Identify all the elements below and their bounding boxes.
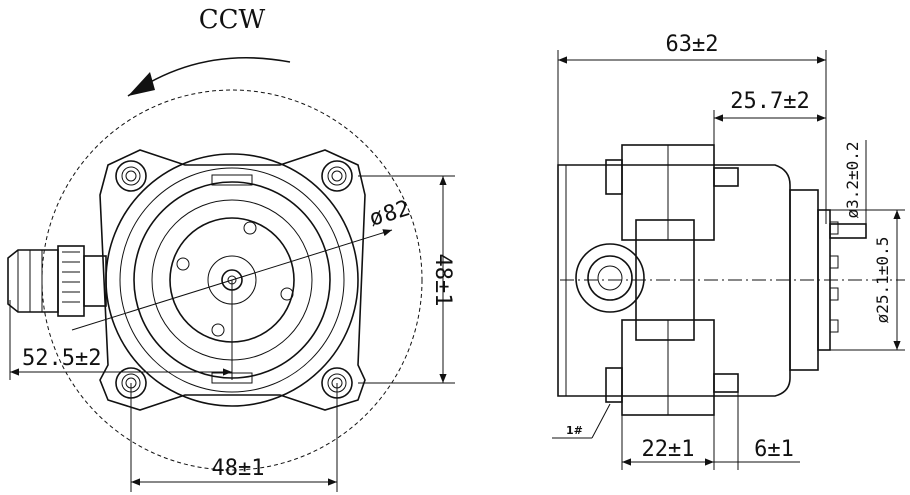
bolt-head-bottom	[605, 367, 623, 403]
shaft-dia-label: ø3.2±0.2	[843, 141, 862, 218]
bolt-stud-top	[713, 167, 739, 187]
ccw-arrow-head	[128, 72, 155, 96]
fw-dim-label: 22±1	[642, 437, 695, 462]
bolt-top-right	[321, 160, 353, 192]
housing-ring	[119, 167, 345, 393]
side-view: 63±2 25.7±2 ø3.2±0.2 ø25.1±0.5 22±1 6±1 …	[552, 32, 905, 470]
flange-dim-label: 25.7±2	[730, 89, 809, 114]
offset-dim-label: 52.5±2	[22, 346, 101, 371]
bolt-head-top	[605, 159, 623, 195]
port-fitting	[575, 243, 645, 313]
front-view: CCW	[7, 5, 455, 492]
dia-82-label: 82	[380, 196, 413, 228]
boss-dia-label: ø25.1±0.5	[873, 237, 892, 324]
side-shaft	[829, 223, 867, 239]
pin-3	[829, 287, 839, 301]
len-dim-label: 63±2	[666, 32, 719, 57]
height-dim-label: 48±1	[430, 254, 455, 307]
width-dim-label: 48±1	[212, 456, 265, 481]
pilot-dim-label: 6±1	[754, 437, 794, 462]
face-hole-1	[243, 221, 257, 235]
face-hole-2	[176, 257, 190, 271]
face-hole-3	[280, 287, 294, 301]
ccw-label: CCW	[199, 5, 266, 35]
tab-top	[211, 174, 253, 186]
cable-gland	[7, 245, 107, 317]
port-label: 1#	[566, 424, 583, 437]
bolt-top-left	[115, 160, 147, 192]
pin-4	[829, 319, 839, 333]
side-housing	[557, 164, 791, 397]
bolt-stud-bottom	[713, 373, 739, 393]
port-leader	[591, 403, 611, 439]
pin-2	[829, 255, 839, 269]
face-hole-4	[211, 323, 225, 337]
flange-body	[99, 149, 366, 411]
